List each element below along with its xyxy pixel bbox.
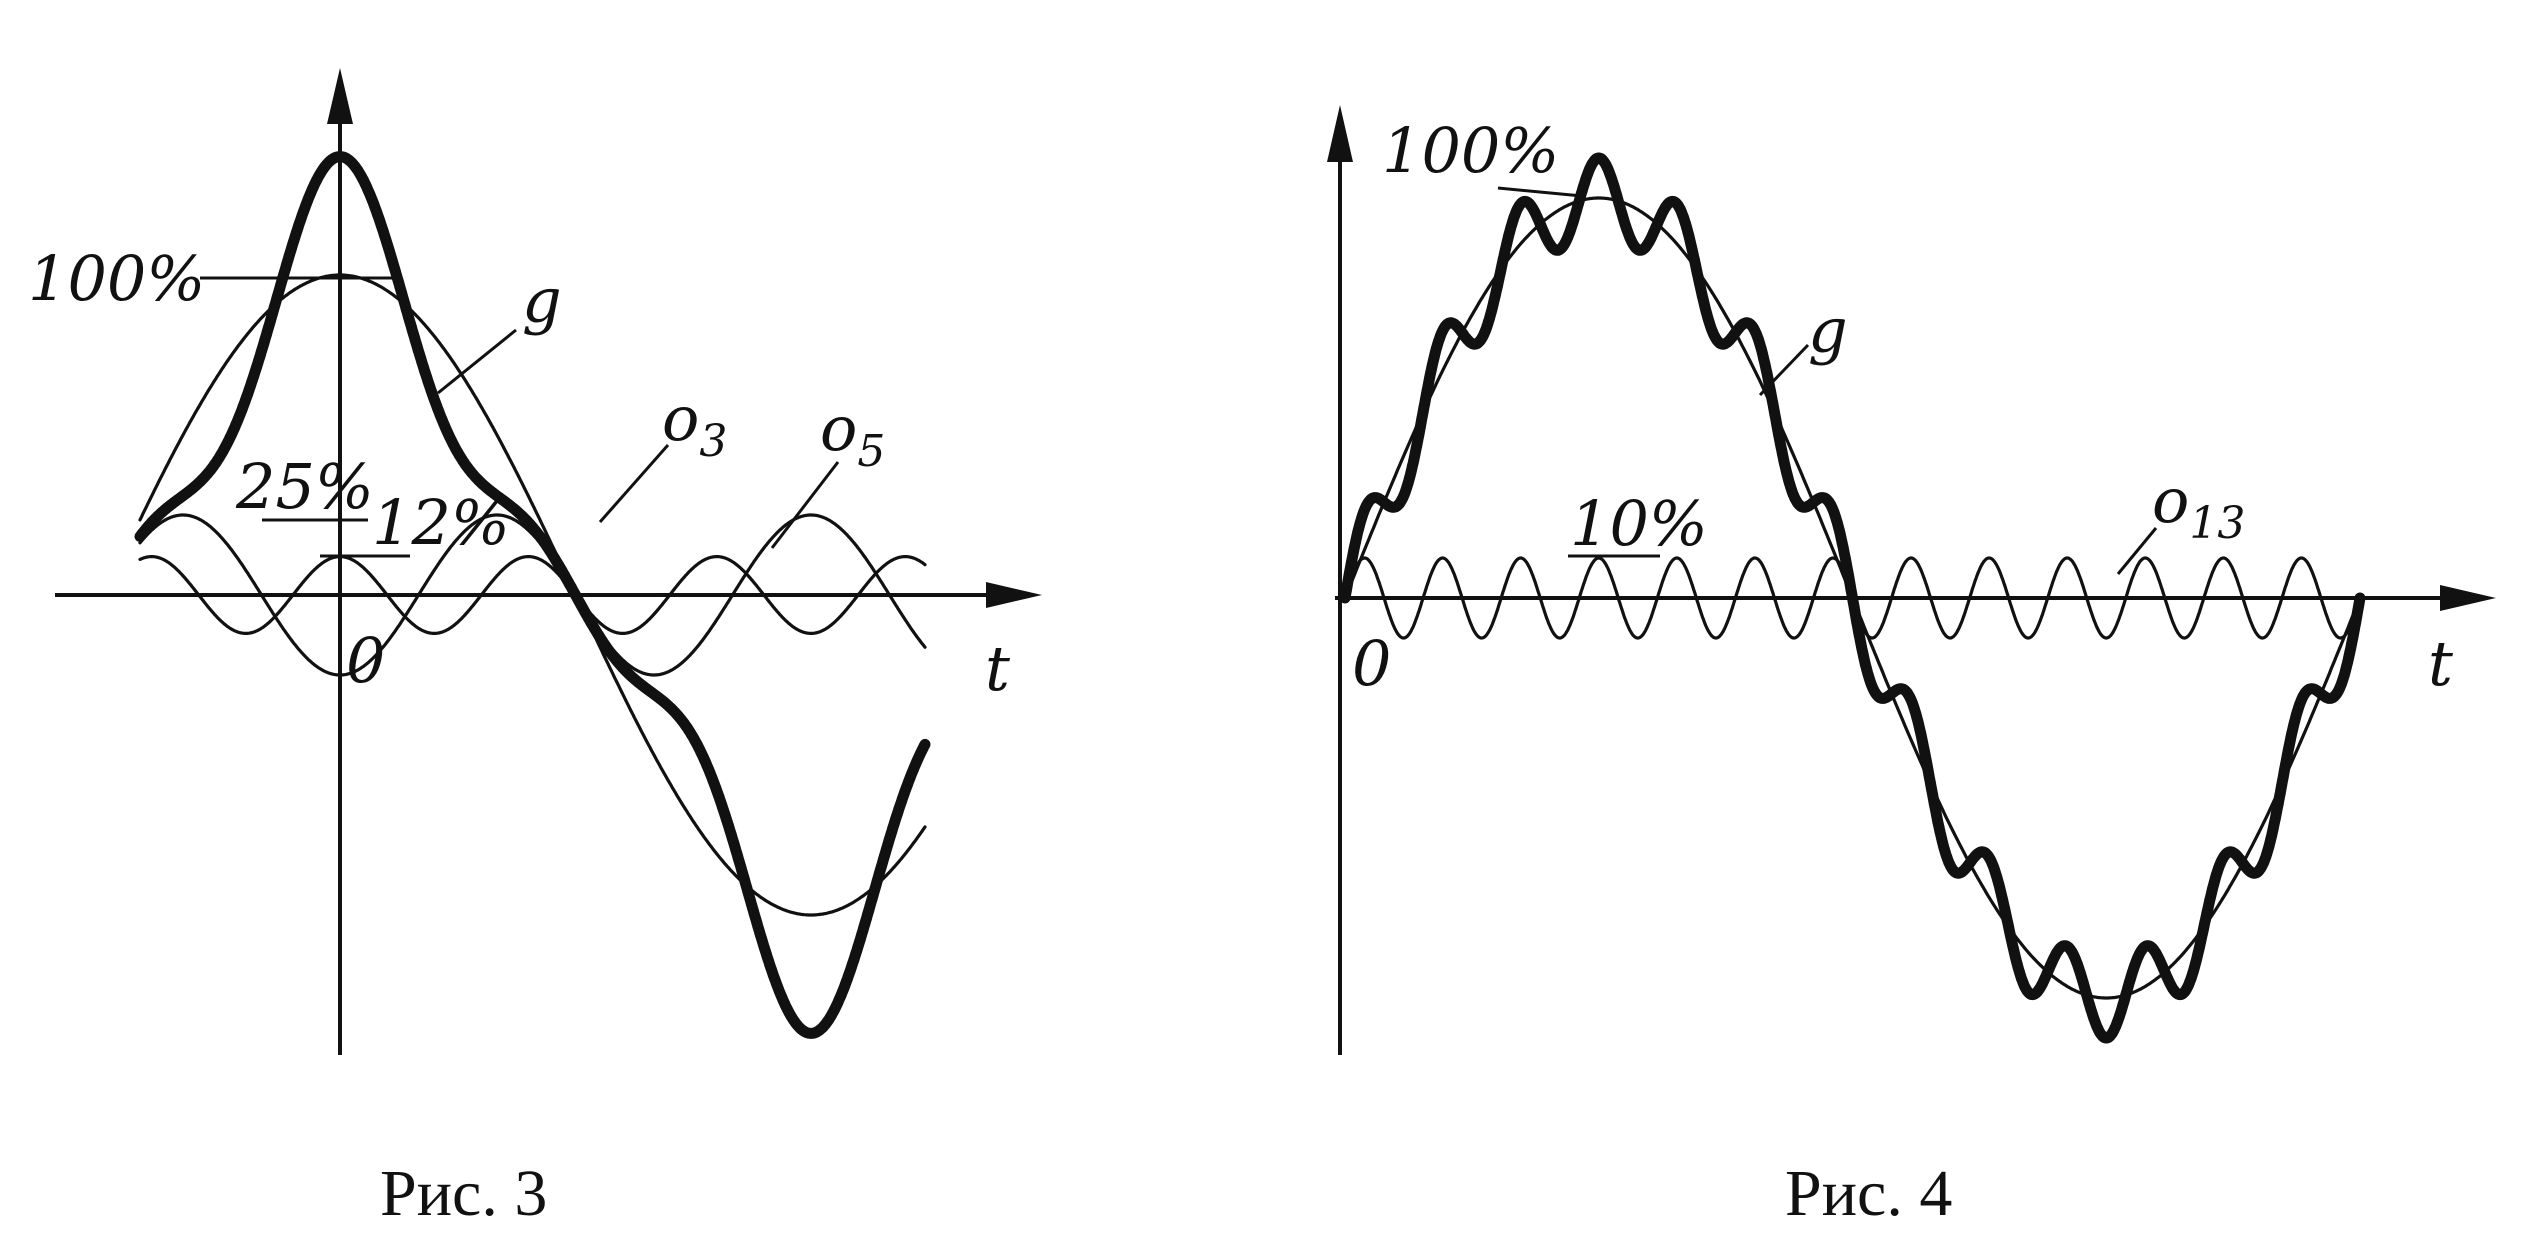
- fig3-o5-leader: [770, 461, 840, 549]
- fig3-o5-label: o5: [820, 392, 885, 477]
- fig4-resultant-curve: [1339, 152, 2366, 1044]
- fig3-12-label: 12%: [372, 486, 510, 559]
- fig3-caption: Рис. 3: [380, 1157, 547, 1230]
- fig4-time-axis-arrowhead: [2440, 585, 2496, 611]
- fig3-o3-label-base: o: [662, 382, 699, 455]
- fig4-100-leader: [1497, 186, 1583, 198]
- fig3-o3-leader: [598, 444, 670, 523]
- fig3-25-label: 25%: [235, 450, 374, 523]
- fig3-fifth-harmonic-curve: [138, 555, 927, 635]
- figure-4: 100% g 10% o13 0 t Рис. 4: [1327, 105, 2496, 1230]
- fig4-vertical-axis-arrowhead: [1327, 105, 1353, 162]
- fig3-100-label: 100%: [28, 242, 205, 315]
- fig4-caption: Рис. 4: [1785, 1157, 1952, 1230]
- fig4-o13-label-base: o: [2152, 464, 2189, 537]
- fig4-g-label: g: [1808, 294, 1848, 367]
- fig3-vertical-axis-arrowhead: [327, 68, 353, 124]
- figure-3: 100% g 25% 12% o3 o5 0 t Рис. 3: [28, 68, 1042, 1230]
- fig3-o3-label-sub: 3: [699, 416, 727, 467]
- fig3-origin-label: 0: [346, 624, 385, 697]
- fig4-origin-label: 0: [1352, 627, 1391, 700]
- fig4-100-label: 100%: [1382, 114, 1559, 187]
- fig3-o3-label: o3: [662, 382, 727, 467]
- fig3-t-label: t: [985, 632, 1010, 705]
- fig3-resultant-curve: [134, 151, 931, 1039]
- fig3-o5-label-sub: 5: [857, 426, 885, 477]
- fig4-t-label: t: [2428, 627, 2453, 700]
- fig3-g-label: g: [522, 264, 562, 337]
- fig3-g-leader: [437, 328, 517, 395]
- fig4-o13-leader: [2116, 527, 2158, 575]
- fig4-o13-label-sub: 13: [2189, 498, 2245, 549]
- fig3-o5-label-base: o: [820, 392, 857, 465]
- fig3-time-axis-arrowhead: [986, 582, 1042, 608]
- fig4-o13-label: o13: [2152, 464, 2245, 549]
- fig4-g-leader: [1758, 343, 1810, 397]
- fig4-10-label: 10%: [1570, 487, 1708, 560]
